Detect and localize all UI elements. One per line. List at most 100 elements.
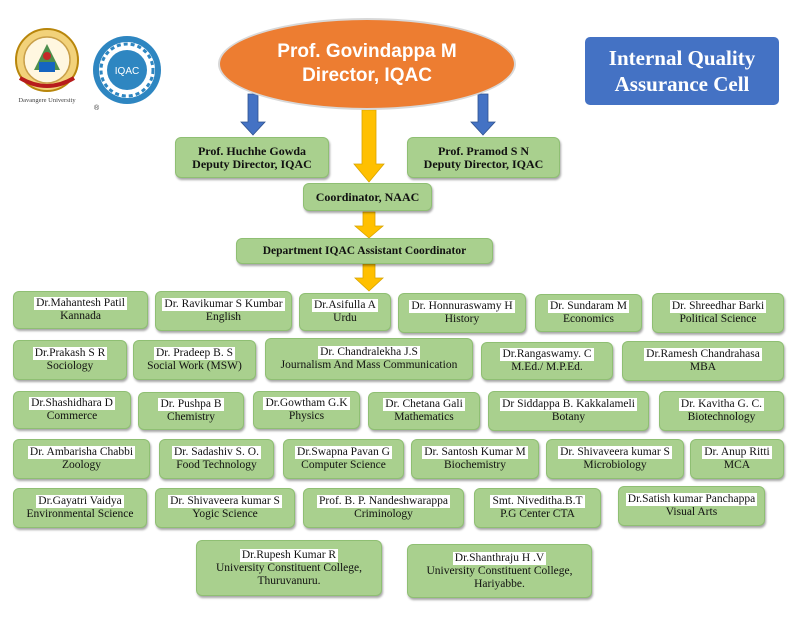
coordinator-name: Dr Siddappa B. Kakkalameli <box>500 398 637 411</box>
arrow-to-dept-coordinator <box>353 211 385 239</box>
coordinator-name: Smt. Niveditha.B.T <box>490 495 585 508</box>
university-logo: Davangere University <box>15 28 79 104</box>
department-label: Environmental Science <box>26 508 134 520</box>
department-label: English <box>205 311 242 323</box>
director-name: Prof. Govindappa M <box>277 41 457 62</box>
coordinator-name: Dr.Rangaswamy. C <box>500 348 594 361</box>
department-node: Dr.Shashidhara D Commerce <box>13 391 131 429</box>
department-label: Microbiology <box>583 459 647 471</box>
coordinator-name: Dr.Gowtham G.K <box>263 397 350 410</box>
university-logo-text: Davangere University <box>18 97 76 104</box>
coordinator-name: Dr.Mahantesh Patil <box>34 297 127 310</box>
coordinator-name: Dr.Shanthraju H .V <box>452 551 547 565</box>
department-node: Dr. Honnuraswamy H History <box>398 293 526 333</box>
coordinator-name: Dr.Shashidhara D <box>29 397 115 410</box>
department-node: Dr. Sadashiv S. O. Food Technology <box>159 439 274 479</box>
department-node: Dr. Chandralekha J.S Journalism And Mass… <box>265 338 473 380</box>
director-role: Director, IQAC <box>302 65 432 86</box>
deputy-name: Prof. Huchhe Gowda <box>197 143 307 158</box>
department-label: Zoology <box>62 459 101 471</box>
department-label: MBA <box>689 361 717 373</box>
department-node: Dr.Swapna Pavan G Computer Science <box>283 439 404 479</box>
dept-coordinator-label: Department IQAC Assistant Coordinator <box>262 244 467 257</box>
coordinator-name: Dr. Honnuraswamy H <box>409 300 515 313</box>
department-node: Dr. Ravikumar S Kumbar English <box>155 291 292 331</box>
department-label: Kannada <box>60 310 101 322</box>
arrow-to-coordinator <box>353 109 385 183</box>
department-label: Biochemistry <box>444 459 506 471</box>
arrow-to-departments <box>353 263 385 292</box>
department-node: Prof. B. P. Nandeshwarappa Criminology <box>303 488 464 528</box>
coordinator-name: Dr. Shreedhar Barki <box>669 300 767 313</box>
page-title: Internal Quality Assurance Cell <box>585 37 779 105</box>
college-line-2: Hariyabbe. <box>474 577 525 590</box>
coordinator-name: Dr.Prakash S R <box>32 347 108 360</box>
department-label: M.Ed./ M.P.Ed. <box>511 361 583 373</box>
department-node: Dr.Ramesh Chandrahasa MBA <box>622 341 784 381</box>
naac-coordinator-node: Coordinator, NAAC <box>303 183 432 211</box>
department-node: Dr. Shivaveera kumar S Yogic Science <box>155 488 295 528</box>
registered-mark: ® <box>94 104 100 112</box>
department-node: Dr.Prakash S R Sociology <box>13 340 127 380</box>
coordinator-name: Dr.Swapna Pavan G <box>295 446 392 459</box>
department-label: Botany <box>551 411 586 423</box>
department-node: Dr Siddappa B. Kakkalameli Botany <box>488 391 649 431</box>
title-line-1: Internal Quality <box>608 46 756 70</box>
college-node: Dr.Shanthraju H .V University Constituen… <box>407 544 592 598</box>
coordinator-name: Dr. Chetana Gali <box>383 398 465 411</box>
department-label: Economics <box>562 313 615 325</box>
department-label: Sociology <box>46 360 94 372</box>
department-label: Mathematics <box>394 411 454 423</box>
department-node: Dr. Shreedhar Barki Political Science <box>652 293 784 333</box>
department-node: Dr. Santosh Kumar M Biochemistry <box>411 439 539 479</box>
college-line-1: University Constituent College, <box>426 564 573 577</box>
department-label: Criminology <box>354 508 413 520</box>
department-node: Dr. Pradeep B. S Social Work (MSW) <box>133 340 256 380</box>
college-line-2: Thuruvanuru. <box>257 574 321 587</box>
department-node: Dr. Sundaram M Economics <box>535 294 642 332</box>
iqac-logo-text: IQAC <box>115 66 139 77</box>
department-node: Dr. Shivaveera kumar S Microbiology <box>546 439 684 479</box>
coordinator-name: Dr. Sundaram M <box>548 300 629 313</box>
department-node: Dr.Gayatri Vaidya Environmental Science <box>13 488 147 528</box>
department-node: Dr. Anup Ritti MCA <box>690 439 784 479</box>
director-node: Prof. Govindappa M Director, IQAC <box>218 18 516 110</box>
iqac-logo: IQAC ® <box>93 36 161 112</box>
department-node: Smt. Niveditha.B.T P.G Center CTA <box>474 488 601 528</box>
department-label: Journalism And Mass Communication <box>280 359 458 371</box>
coordinator-name: Dr. Anup Ritti <box>702 446 772 459</box>
arrow-to-deputy-left <box>240 93 266 136</box>
coordinator-name: Dr. Chandralekha J.S <box>318 346 420 359</box>
department-label: Commerce <box>46 410 98 422</box>
coordinator-name: Dr.Rupesh Kumar R <box>239 548 339 562</box>
department-node: Dr.Satish kumar Panchappa Visual Arts <box>618 486 765 526</box>
department-node: Dr.Mahantesh Patil Kannada <box>13 291 148 329</box>
coordinator-name: Dr.Asifulla A <box>312 299 378 312</box>
coordinator-name: Dr. Santosh Kumar M <box>422 446 528 459</box>
deputy-role: Deputy Director, IQAC <box>423 156 544 171</box>
coordinator-name: Prof. B. P. Nandeshwarappa <box>316 495 451 508</box>
department-label: Physics <box>288 410 325 422</box>
deputy-role: Deputy Director, IQAC <box>192 156 312 171</box>
department-label: History <box>444 313 480 325</box>
department-node: Dr. Ambarisha Chabbi Zoology <box>13 439 150 479</box>
coordinator-name: Dr.Ramesh Chandrahasa <box>644 348 762 361</box>
department-label: Social Work (MSW) <box>147 360 242 372</box>
department-label: Food Technology <box>176 459 257 471</box>
coordinator-name: Dr. Ravikumar S Kumbar <box>162 298 285 311</box>
coordinator-name: Dr. Kavitha G. C. <box>678 398 765 411</box>
dept-coordinator-node: Department IQAC Assistant Coordinator <box>236 238 493 264</box>
department-node: Dr.Asifulla A Urdu <box>299 293 391 331</box>
college-node: Dr.Rupesh Kumar R University Constituent… <box>196 540 382 596</box>
department-label: Urdu <box>333 312 357 324</box>
coordinator-name: Dr.Satish kumar Panchappa <box>625 493 758 506</box>
department-node: Dr. Kavitha G. C. Biotechnology <box>659 391 784 431</box>
deputy-name: Prof. Pramod S N <box>437 143 530 158</box>
coordinator-name: Dr. Ambarisha Chabbi <box>27 446 136 459</box>
department-label: Biotechnology <box>687 411 756 423</box>
department-label: Visual Arts <box>665 506 718 518</box>
deputy-director-node: Prof. Huchhe Gowda Deputy Director, IQAC <box>175 137 329 178</box>
coordinator-name: Dr. Sadashiv S. O. <box>172 446 261 459</box>
department-label: P.G Center CTA <box>500 508 575 520</box>
title-line-2: Assurance Cell <box>614 72 750 96</box>
